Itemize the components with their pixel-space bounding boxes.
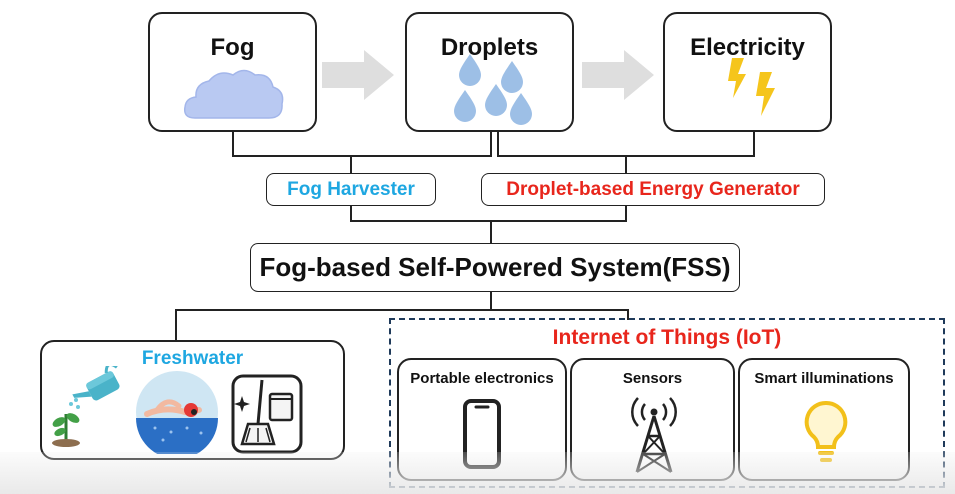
iot-title: Internet of Things (IoT) bbox=[552, 326, 782, 349]
connector-line bbox=[490, 130, 492, 157]
freshwater-box: Freshwater bbox=[40, 340, 345, 460]
connector-line bbox=[625, 204, 627, 222]
connector-line bbox=[753, 130, 755, 157]
connector-line bbox=[350, 220, 627, 222]
electricity-stage-box: Electricity bbox=[663, 12, 832, 132]
sensors-label: Sensors bbox=[622, 370, 683, 387]
watering-plant-icon bbox=[52, 366, 120, 447]
water-droplets-icon bbox=[454, 54, 532, 125]
connector-line bbox=[490, 290, 492, 311]
energy-generator-text: Droplet-based Energy Generator bbox=[506, 178, 800, 200]
cloud-icon bbox=[183, 69, 284, 119]
fog-stage-box: Fog bbox=[148, 12, 317, 132]
connector-line bbox=[175, 309, 177, 341]
connector-line bbox=[232, 130, 234, 157]
right-arrow-icon bbox=[582, 50, 654, 100]
connector-line bbox=[627, 309, 629, 320]
system-title: Fog-based Self-Powered System(FSS) bbox=[259, 252, 731, 282]
right-arrow-icon bbox=[322, 50, 394, 100]
portable-electronics-label: Portable electronics bbox=[410, 370, 554, 387]
connector-line bbox=[350, 155, 352, 175]
freshwater-title: Freshwater bbox=[141, 348, 244, 369]
cleaning-icon bbox=[231, 374, 303, 454]
connector-line bbox=[232, 155, 492, 157]
lightning-bolt-icon bbox=[728, 58, 775, 116]
fog-harvester-text: Fog Harvester bbox=[287, 178, 415, 200]
connector-line bbox=[490, 220, 492, 244]
fog-stage-title: Fog bbox=[210, 34, 255, 61]
connector-line bbox=[625, 155, 627, 175]
electricity-stage-title: Electricity bbox=[690, 34, 805, 61]
bottom-shade bbox=[0, 452, 955, 494]
connector-line bbox=[497, 130, 499, 157]
droplets-stage-title: Droplets bbox=[440, 34, 539, 61]
energy-generator-label: Droplet-based Energy Generator bbox=[481, 173, 825, 206]
connector-line bbox=[350, 204, 352, 222]
fog-harvester-label: Fog Harvester bbox=[266, 173, 436, 206]
system-title-box: Fog-based Self-Powered System(FSS) bbox=[250, 243, 740, 292]
connector-line bbox=[175, 309, 629, 311]
droplets-stage-box: Droplets bbox=[405, 12, 574, 132]
swimming-icon bbox=[136, 371, 218, 454]
smart-illuminations-label: Smart illuminations bbox=[754, 370, 894, 387]
